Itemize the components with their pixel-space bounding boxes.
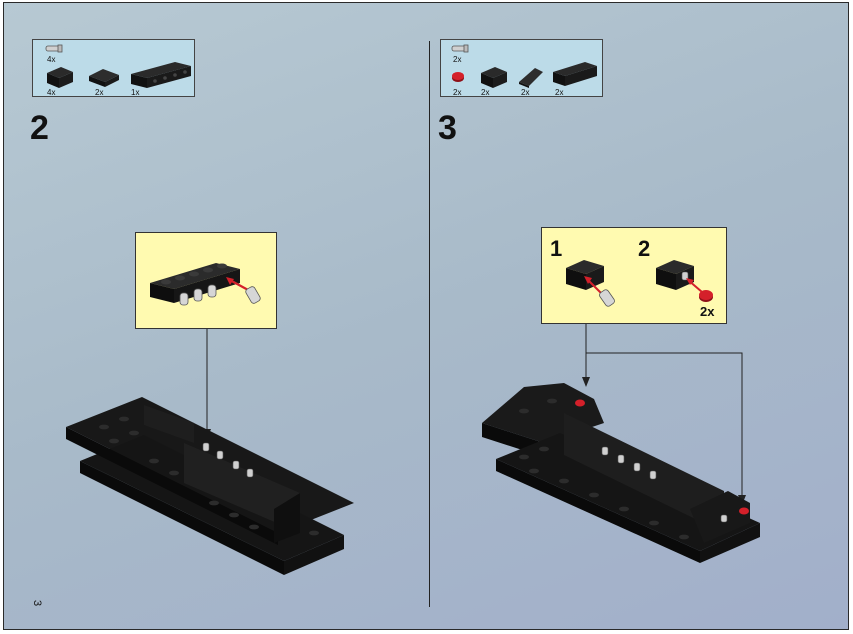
page-number: 3 [31,599,44,607]
callout-arrows [582,324,746,505]
brick-1x4-icon [553,62,597,86]
brick-with-red-round-illustration [656,260,713,302]
part-qty: 2x [481,88,490,97]
slope-brick-icon [519,68,543,88]
brick-1x2-icon [47,67,73,88]
step-number: 2 [30,109,49,147]
brick-1x2-icon [481,67,507,88]
sub-assembly-callout-step-2 [135,232,277,329]
part-qty: 2x [95,88,104,97]
base-assembly-step-2 [66,397,354,575]
sub-step-number: 2 [638,236,651,261]
part-qty: 1x [131,88,140,97]
sub-step-number: 1 [550,236,563,261]
part-qty: 4x [47,88,56,97]
sub-step-qty: 2x [700,304,715,319]
pin-icon [45,44,63,53]
pin-icon [451,44,469,53]
parts-list-step-3: 2x 2x 2x 2x 2x [440,39,603,97]
instruction-page: 4x 4x 2x 1x 2 [3,2,849,630]
part-qty: 2x [453,55,462,64]
part-qty: 2x [555,88,564,97]
brick-with-pin-illustration [566,260,615,307]
slope-brick-icon [89,69,119,87]
part-qty: 4x [47,55,56,64]
step-number: 3 [438,109,457,147]
parts-list-step-2: 4x 4x 2x 1x [32,39,195,97]
red-round-icon [452,72,464,82]
base-assembly-step-3 [482,383,760,563]
technic-brick-1x6-icon [131,62,191,88]
technic-brick-with-pins-illustration [150,263,261,306]
part-qty: 2x [521,88,530,97]
step-divider [429,41,430,607]
part-qty: 2x [453,88,462,97]
sub-assembly-callout-step-3: 1 2 2x [541,227,727,324]
